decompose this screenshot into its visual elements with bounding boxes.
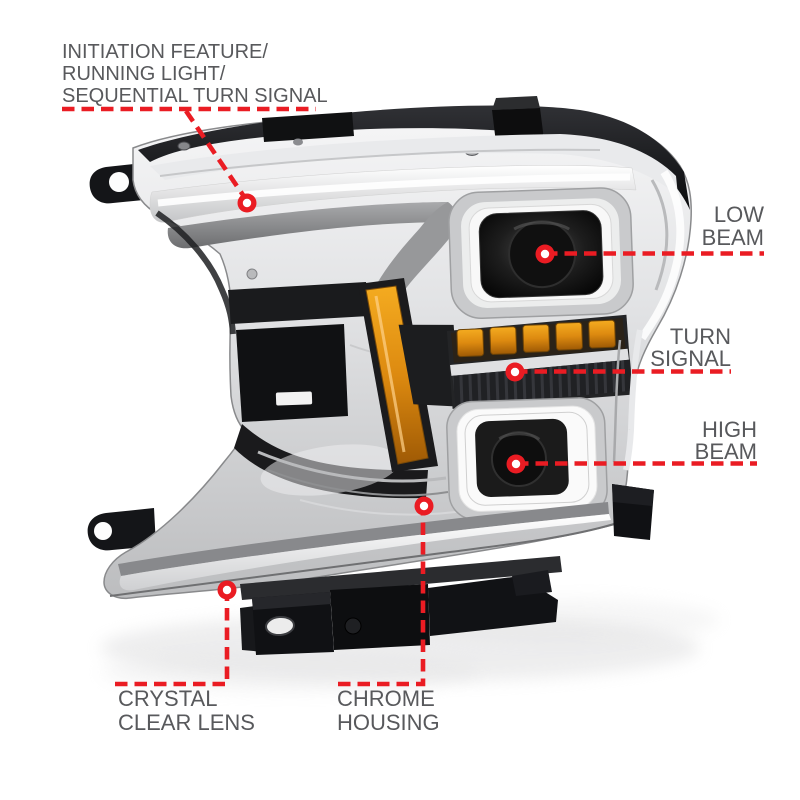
upper-chrome-trim [150,134,678,196]
lower-mounting-brackets [240,556,562,655]
callout-dot-low-beam [535,244,555,264]
callout-text-line: INITIATION FEATURE/ [62,41,268,63]
callout-label-low-beam: LOW BEAM [554,203,764,249]
callout-dot-high-beam [506,454,526,474]
callout-line-initiation [184,109,247,200]
amber-side-reflector [358,278,438,472]
callout-text-line: SEQUENTIAL TURN SIGNAL [62,85,328,107]
headlight-top-cover [138,96,690,210]
turn-signal-leds [398,314,634,409]
callout-label-turn-signal: TURN SIGNAL [521,326,731,370]
callout-text-line: CHROME [337,686,435,711]
callout-dot-initiation [237,193,257,213]
callout-dots [217,193,555,600]
callout-text-line: BEAM [694,439,757,464]
callout-dot-chrome-housing [414,496,434,516]
callout-text-line: HOUSING [337,709,440,735]
crystal-lens-bottom-edge [109,502,615,597]
callout-text-line: SIGNAL [650,346,731,371]
callout-text-line: BEAM [701,225,764,250]
callout-text-line: HIGH [702,417,757,442]
callout-dot-crystal-lens [217,580,237,600]
side-mounting-bracket [612,484,654,540]
reflector-trough [167,202,457,302]
callout-label-chrome-housing: CHROME HOUSING [337,687,557,734]
drl-light-bar [149,165,637,223]
callout-text-line: CRYSTAL [118,686,218,711]
callout-line-chrome-housing [338,515,426,687]
callout-dot-turn-signal [505,362,525,382]
high-beam-projector [446,397,608,521]
corner-lens-wrap [612,169,685,471]
callout-text-line: LOW [713,202,764,227]
callout-label-initiation-feature: INITIATION FEATURE/ RUNNING LIGHT/ SEQUE… [62,41,362,107]
callout-text-line: CLEAR LENS [118,709,255,735]
callout-text-line: RUNNING LIGHT/ [62,63,226,85]
mounting-tab-lower [87,508,156,551]
callout-label-high-beam: HIGH BEAM [547,419,757,463]
callout-text-line: TURN [669,324,731,349]
callout-line-crystal-lens [115,599,230,687]
callout-label-crystal-clear-lens: CRYSTAL CLEAR LENS [118,687,338,734]
